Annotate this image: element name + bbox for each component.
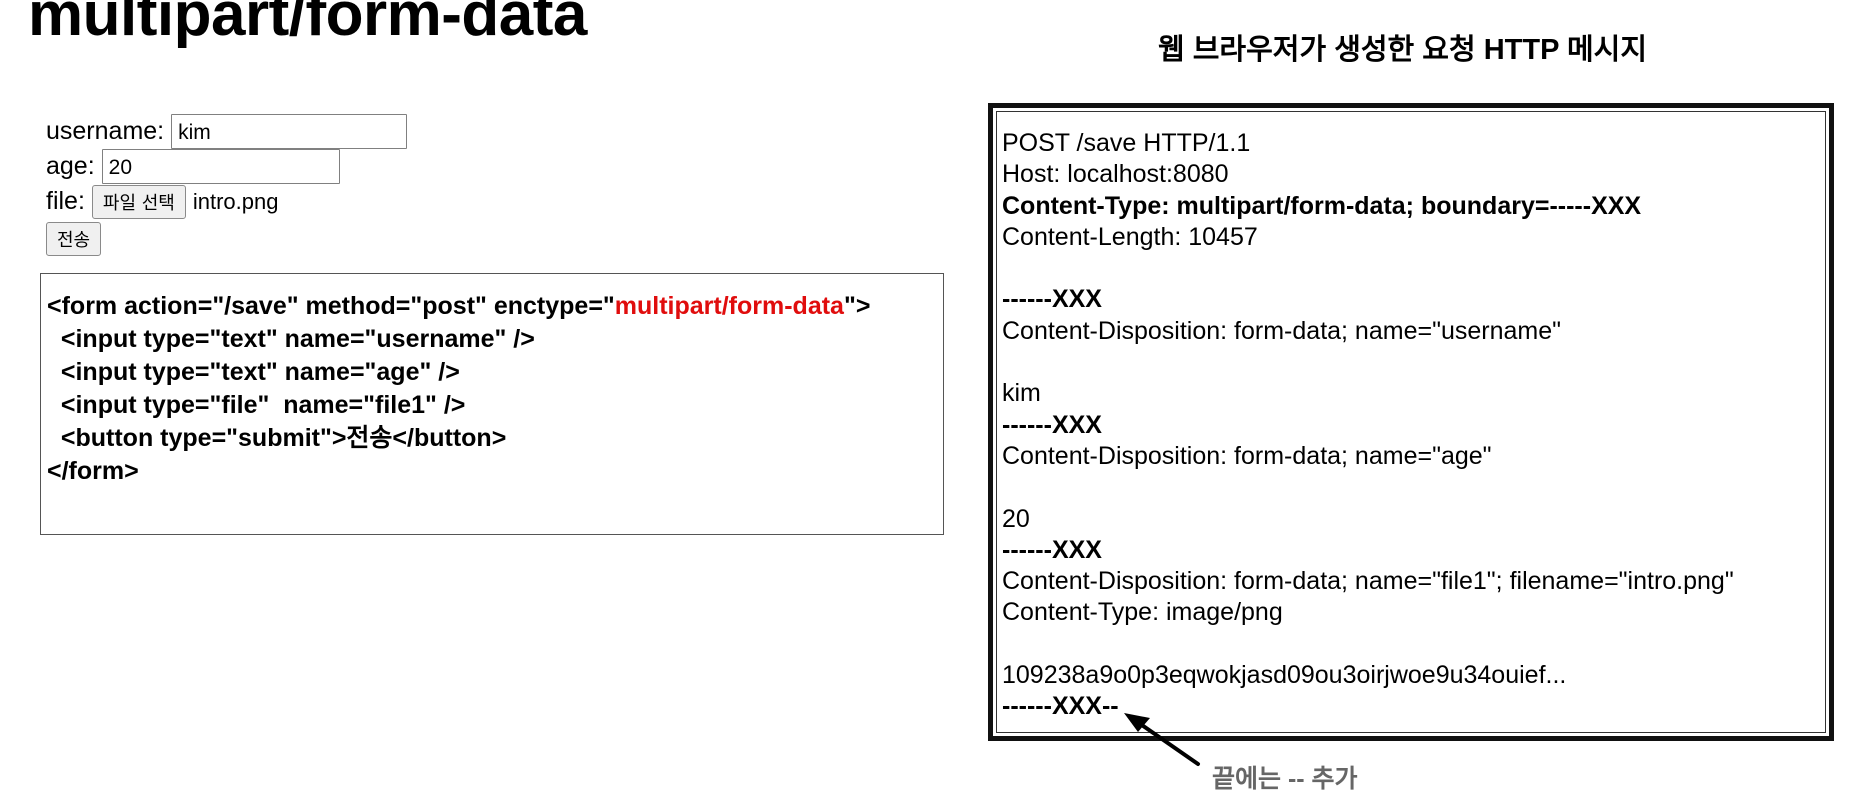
username-input[interactable] (171, 114, 408, 149)
http-file-content-type: Content-Type: image/png (1002, 598, 1283, 627)
arrow-icon (1124, 713, 1200, 766)
selected-file-name: intro.png (192, 188, 279, 214)
http-message-title: 웹 브라우저가 생성한 요청 HTTP 메시지 (1158, 34, 1647, 66)
http-boundary: ------XXX (1002, 410, 1102, 439)
sample-form: username: age: file: 파일 선택 intro.png 전송 (46, 114, 408, 256)
code-enctype-value: multipart/form-data (614, 292, 844, 320)
file-select-button[interactable]: 파일 선택 (91, 184, 186, 219)
http-blank-line (1002, 253, 1829, 284)
code-line-age-input: <input type="text" name="age" /> (47, 358, 460, 386)
submit-button[interactable]: 전송 (46, 221, 102, 256)
code-form-open-prefix: <form action="/save" method=" (47, 292, 423, 320)
http-content-length-header: Content-Length: 10457 (1002, 222, 1258, 251)
username-label: username: (46, 117, 165, 145)
submit-row: 전송 (46, 221, 407, 256)
code-line-username-input: <input type="text" name="username" /> (47, 325, 535, 353)
html-code-box: <form action="/save" method="post" encty… (40, 273, 944, 535)
http-disposition-age: Content-Disposition: form-data; name="ag… (1002, 441, 1492, 470)
username-row: username: (46, 114, 408, 149)
http-boundary-end: ------XXX-- (1002, 692, 1119, 721)
http-boundary: ------XXX (1002, 285, 1102, 314)
http-value-age: 20 (1002, 504, 1030, 533)
http-disposition-username: Content-Disposition: form-data; name="us… (1002, 316, 1561, 345)
http-message-box: POST /save HTTP/1.1 Host: localhost:8080… (988, 103, 1834, 741)
http-blank-line (1002, 347, 1829, 378)
http-host-header: Host: localhost:8080 (1002, 160, 1229, 189)
http-value-username: kim (1002, 379, 1041, 408)
age-input[interactable] (101, 149, 340, 184)
file-row: file: 파일 선택 intro.png (46, 184, 407, 219)
code-line-submit-button: <button type="submit">전송</button> (47, 424, 507, 452)
http-request-line: POST /save HTTP/1.1 (1002, 129, 1251, 157)
boundary-end-annotation: 끝에는 -- 추가 (1212, 765, 1358, 793)
code-method-value: post (422, 292, 476, 320)
code-line-file-input: <input type="file" name="file1" /> (47, 391, 466, 419)
age-row: age: (46, 149, 407, 184)
code-enctype-prefix: " enctype=" (475, 292, 615, 320)
code-form-open-suffix: "> (843, 292, 871, 320)
code-line-form-open: <form action="/save" method="post" encty… (47, 290, 943, 323)
http-blank-line (1002, 472, 1829, 503)
http-disposition-file: Content-Disposition: form-data; name="fi… (1002, 567, 1734, 596)
code-line-form-close: </form> (47, 457, 139, 485)
file-label: file: (46, 187, 85, 215)
page-title: multipart/form-data (28, 0, 587, 49)
http-blank-line (1002, 629, 1829, 660)
http-boundary: ------XXX (1002, 535, 1102, 564)
age-label: age: (46, 152, 95, 180)
http-content-type-header: Content-Type: multipart/form-data; bound… (1002, 191, 1642, 220)
http-file-bytes: 109238a9o0p3eqwokjasd09ou3oirjwoe9u34oui… (1002, 661, 1567, 690)
